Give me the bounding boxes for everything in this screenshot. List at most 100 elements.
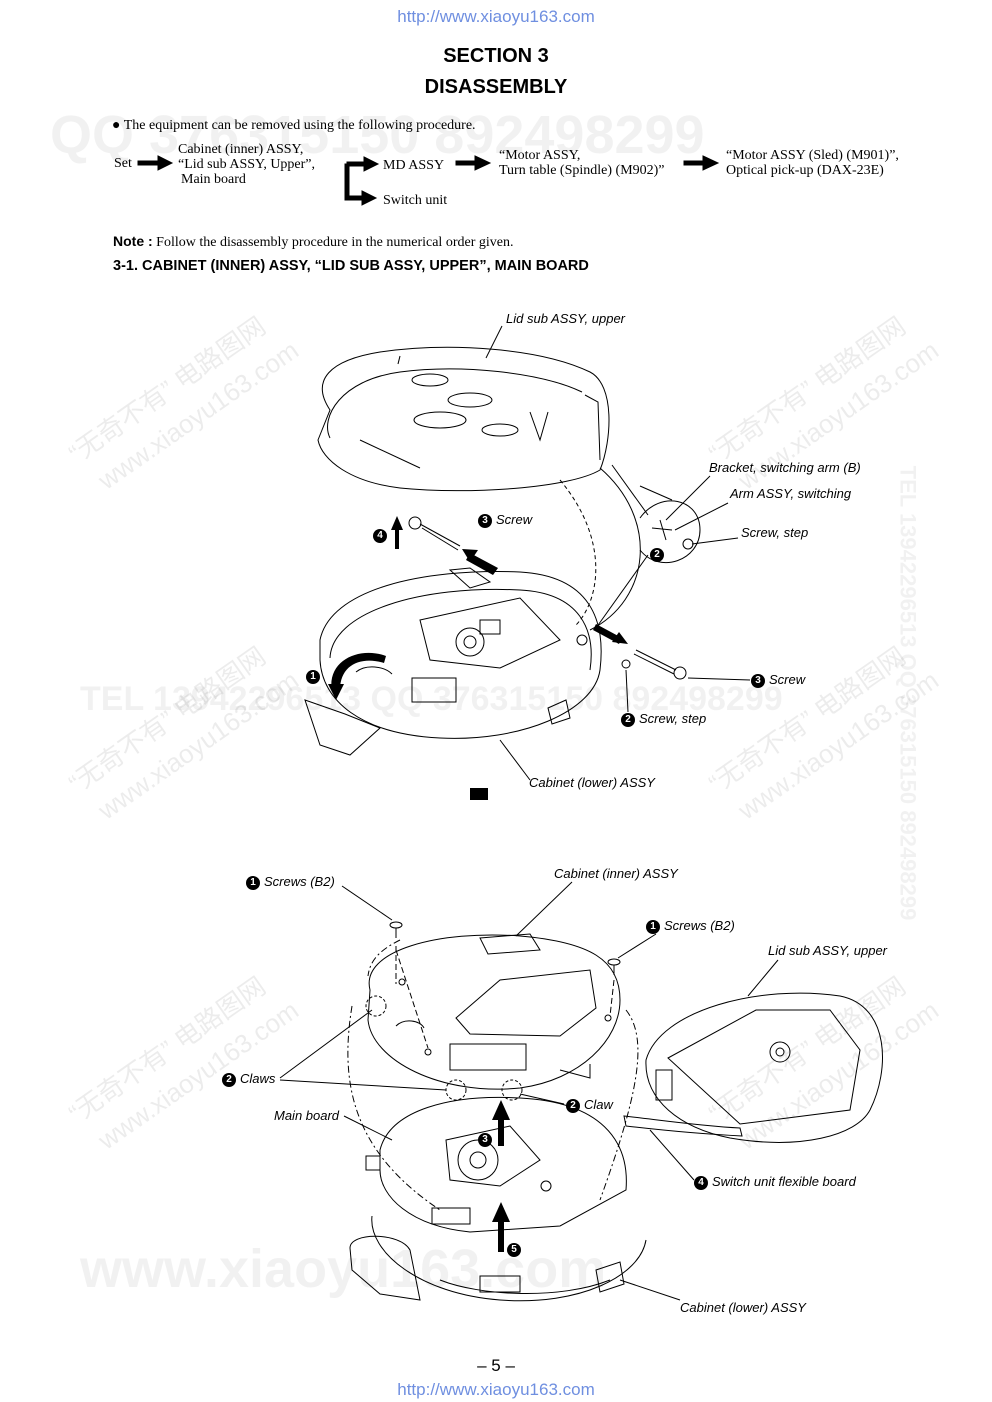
- section-number: SECTION 3: [443, 45, 549, 67]
- screw-b2-right-part: [607, 958, 621, 1017]
- intro-line: ● The equipment can be removed using the…: [112, 118, 476, 133]
- arrow-up-icon: [391, 516, 403, 549]
- bullet-icon: ●: [112, 118, 121, 133]
- leader-line: [519, 1093, 565, 1105]
- lid-sub-assy-upper-right-part: [645, 992, 883, 1143]
- label-lid-sub-assy-upper: Lid sub ASSY, upper: [506, 311, 626, 326]
- cabinet-inner-assy-part: [367, 933, 621, 1090]
- screw-left-part: [408, 516, 461, 551]
- alignment-curve-dashed: [367, 939, 401, 977]
- leader-line: [687, 677, 751, 681]
- subsection-title: 3-1. CABINET (INNER) ASSY, “LID SUB ASSY…: [113, 258, 589, 274]
- lid-link-curve-dashed: [559, 479, 597, 626]
- flow-sled-line2: Optical pick-up (DAX-23E): [726, 163, 884, 178]
- step-badge-3: 3: [478, 513, 492, 528]
- detail-circle-switching-arm: [595, 464, 739, 629]
- flow-motor-line1: “Motor ASSY,: [499, 148, 581, 163]
- step-badge-2: 2: [621, 712, 635, 727]
- page-number: – 5 –: [477, 1356, 515, 1375]
- label-num1: 1: [306, 668, 324, 684]
- figure-1-drawing: [304, 325, 751, 800]
- label-num2-detail: 2: [650, 546, 668, 562]
- arrow-up-icon: [492, 1100, 510, 1146]
- flow-sled-line1: “Motor ASSY (Sled) (M901)”,: [726, 148, 899, 163]
- watermark-qq: QQ 376315150 892498299: [50, 105, 705, 165]
- leader-line: [515, 881, 573, 937]
- arrow-rotate-icon: [328, 652, 386, 700]
- label-screw-step-right: Screw, step: [741, 525, 809, 540]
- label-num4: 4: [373, 527, 391, 543]
- flow-arrow-icon: [137, 155, 174, 171]
- claw-circle: [445, 1079, 467, 1101]
- lid-link-curve: [589, 467, 641, 631]
- screw-right-part: [633, 649, 687, 680]
- step-badge-2: 2: [650, 547, 664, 562]
- label-main-board: Main board: [274, 1108, 340, 1123]
- arrow-up-icon: [492, 1202, 510, 1252]
- flow-branch-arrow-icon: [344, 163, 378, 206]
- label-num5: 5: [507, 1241, 525, 1257]
- screw-step-part: [621, 659, 631, 669]
- step-badge-1: 1: [646, 919, 660, 934]
- flow-motor-line2: Turn table (Spindle) (M902)”: [499, 163, 665, 178]
- claw-circle: [365, 995, 387, 1017]
- watermark-tel: TEL 13942296513 QQ 376315150 892498299: [80, 680, 783, 718]
- section-title: DISASSEMBLY: [424, 76, 568, 98]
- leader-line: [279, 1009, 373, 1079]
- leader-line: [619, 1279, 681, 1301]
- step-badge-1: 1: [246, 875, 260, 890]
- down-arrow-icon: [470, 788, 488, 800]
- footer-url-link[interactable]: http://www.xiaoyu163.com: [397, 1380, 595, 1399]
- flow-arrow-icon: [683, 155, 720, 171]
- label-num3-fig2: 3: [478, 1131, 496, 1147]
- intro-text: The equipment can be removed using the f…: [123, 118, 476, 133]
- lid-sub-assy-upper-part: [317, 346, 610, 492]
- label-arm-assy-switching: Arm ASSY, switching: [730, 486, 852, 501]
- label-lid-sub-assy-upper-2: Lid sub ASSY, upper: [768, 943, 888, 958]
- flow-arrow-icon: [346, 156, 380, 172]
- step-badge-4: 4: [694, 1175, 708, 1190]
- leader-line: [485, 325, 503, 359]
- step-badge-4: 4: [373, 528, 387, 543]
- header-url-link[interactable]: http://www.xiaoyu163.com: [397, 7, 595, 26]
- label-bracket-switching-arm: Bracket, switching arm (B): [709, 460, 861, 475]
- alignment-curve-dashed: [599, 1009, 639, 1201]
- step-badge-3: 3: [751, 673, 765, 688]
- leader-line: [625, 669, 629, 713]
- note-text: Follow the disassembly procedure in the …: [156, 235, 514, 250]
- figure-2-drawing: [279, 881, 883, 1302]
- flow-md-assy: MD ASSY: [383, 158, 445, 173]
- leader-line: [747, 959, 779, 997]
- claw-circle: [501, 1079, 523, 1101]
- leader-line: [343, 1115, 393, 1141]
- step-badge-1: 1: [306, 669, 320, 684]
- leader-line: [341, 885, 393, 921]
- label-cabinet-lower-assy-2: Cabinet (lower) ASSY: [680, 1300, 806, 1315]
- leader-line: [499, 739, 531, 781]
- flow-step1-line1: Cabinet (inner) ASSY,: [178, 142, 304, 157]
- step-badge-2: 2: [222, 1072, 236, 1087]
- label-cabinet-inner-assy: Cabinet (inner) ASSY: [554, 866, 678, 881]
- step-badge-3: 3: [478, 1132, 492, 1147]
- leader-line: [617, 933, 657, 959]
- label-cabinet-lower-assy: Cabinet (lower) ASSY: [529, 775, 655, 790]
- flow-switch-unit: Switch unit: [383, 193, 448, 208]
- switch-flex-board-part: [623, 1115, 743, 1137]
- leader-line: [649, 1129, 695, 1181]
- screw-b2-left-part: [389, 921, 429, 1049]
- flow-arrow-icon: [455, 155, 492, 171]
- cabinet-lower-assy-part: [349, 1215, 647, 1302]
- flow-step1-line3: Main board: [181, 172, 246, 187]
- alignment-curve-dashed: [347, 1005, 441, 1211]
- note-line: Note : Follow the disassembly procedure …: [113, 234, 514, 251]
- leader-line: [279, 1079, 447, 1091]
- step-badge-5: 5: [507, 1242, 521, 1257]
- step-badge-2: 2: [566, 1098, 580, 1113]
